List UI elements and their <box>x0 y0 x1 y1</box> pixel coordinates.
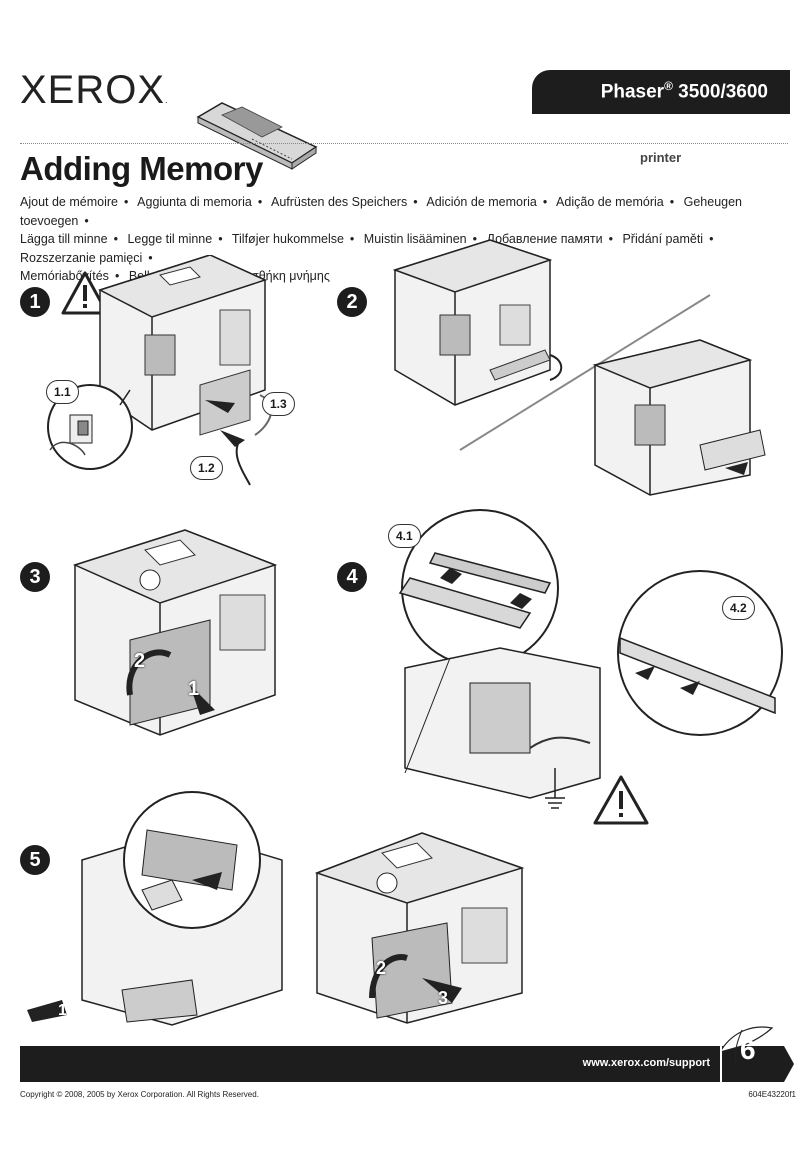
logo-mark: . <box>165 95 169 105</box>
step-1-badge: 1 <box>20 287 50 317</box>
footer-bar: www.xerox.com/support <box>20 1046 720 1082</box>
product-models: 3500/3600 <box>672 81 768 103</box>
header-divider <box>20 143 788 144</box>
page-turn-illustration <box>722 1026 794 1082</box>
translation-item: Tilføjer hukommelse <box>231 232 344 246</box>
product-name: Phaser® 3500/3600 <box>601 79 768 103</box>
translation-item: Muistin lisääminen <box>363 232 467 246</box>
logo-text: XEROX <box>20 68 166 112</box>
page-title: Adding Memory <box>20 150 263 187</box>
translation-item: Geheugen toevoegen <box>20 195 743 228</box>
step-2-illustration <box>392 239 766 496</box>
product-banner: Phaser® 3500/3600 <box>532 70 790 114</box>
product-label: Phaser <box>600 81 665 103</box>
step-5-illustration-b <box>314 832 525 1024</box>
step-3-arrow-1-label: 1 <box>188 678 200 700</box>
step-4-2-badge: 4.2 <box>722 596 755 620</box>
xerox-logo: XEROX. <box>20 68 169 113</box>
step-3-illustration <box>72 529 278 736</box>
translation-item: Ajout de mémoire <box>20 195 118 209</box>
document-number: 604E43220f1 <box>748 1090 796 1099</box>
warning-icon <box>61 271 109 315</box>
step-4-illustration <box>398 509 783 809</box>
step-3-badge: 3 <box>20 562 50 592</box>
translation-item: Aggiunta di memoria <box>137 195 252 209</box>
step-5-arrow-1-label: 1 <box>58 1002 67 1019</box>
step-1-illustration <box>47 255 273 486</box>
translation-item: Adición de memoria <box>426 195 537 209</box>
translation-item: Adição de memória <box>556 195 664 209</box>
step-5-badge: 5 <box>20 845 50 875</box>
translation-item: Aufrüsten des Speichers <box>271 195 408 209</box>
translation-item: Legge til minne <box>127 232 213 246</box>
translation-item: Добавление памяти <box>486 232 603 246</box>
step-3-arrow-2-label: 2 <box>134 650 146 672</box>
translation-item: Rozszerzanie pamięci <box>20 250 143 265</box>
translation-item: Lägga till minne <box>20 232 108 246</box>
page-subtitle: printer <box>640 150 682 165</box>
page-number: 6 <box>740 1034 756 1065</box>
step-5-illustration-a <box>27 791 283 1026</box>
step-1-1-badge: 1.1 <box>46 380 79 404</box>
step-1-2-badge: 1.2 <box>190 456 223 480</box>
translation-item: Přidání paměti <box>622 232 704 246</box>
step-5-arrow-3-label: 3 <box>438 988 449 1008</box>
step-4-badge: 4 <box>337 562 367 592</box>
step-2-badge: 2 <box>337 287 367 317</box>
copyright-text: Copyright © 2008, 2005 by Xerox Corporat… <box>20 1090 259 1099</box>
step-5-arrow-2-label: 2 <box>376 958 387 978</box>
warning-icon <box>593 775 649 825</box>
step-1-3-badge: 1.3 <box>262 392 295 416</box>
step-4-1-badge: 4.1 <box>388 524 421 548</box>
registered-mark: ® <box>664 79 673 93</box>
support-url: www.xerox.com/support <box>582 1057 710 1069</box>
